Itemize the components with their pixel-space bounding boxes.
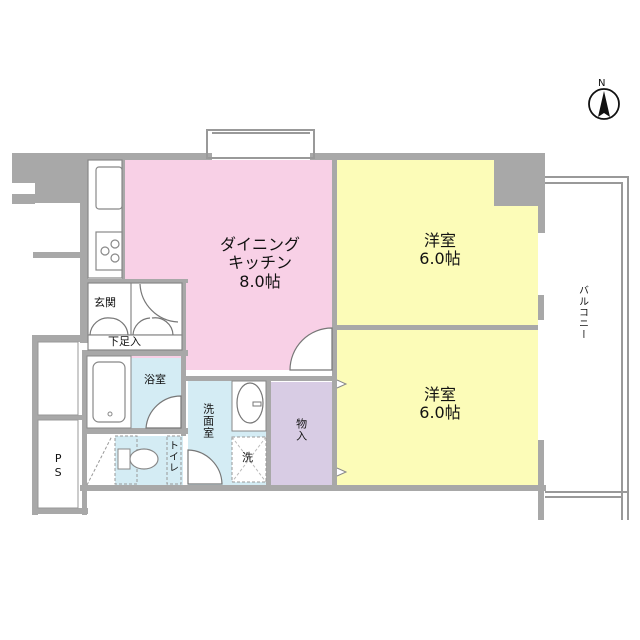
shoe-box-label: 下足入 xyxy=(108,335,141,348)
western-room-1-label: 洋室 6.0帖 xyxy=(419,231,461,269)
western-room-1-fill xyxy=(336,160,538,325)
storage-label: 物入 xyxy=(294,418,308,442)
ps-label: PS xyxy=(51,452,65,480)
toilet-label: トイレ xyxy=(166,440,178,473)
compass-icon xyxy=(588,88,620,120)
washer-label: 洗 xyxy=(242,451,253,464)
compass-label: N xyxy=(598,78,606,89)
balcony-label: バルコニー xyxy=(576,285,588,340)
western-room-2-fill xyxy=(336,330,538,485)
dining-kitchen-label: ダイニング キッチン 8.0帖 xyxy=(219,235,300,291)
storage-fill xyxy=(271,382,333,485)
western-room-2-label: 洋室 6.0帖 xyxy=(419,385,461,423)
washroom-label: 洗面室 xyxy=(201,403,215,439)
entrance-label: 玄関 xyxy=(94,296,116,309)
bath-label: 浴室 xyxy=(144,373,166,386)
